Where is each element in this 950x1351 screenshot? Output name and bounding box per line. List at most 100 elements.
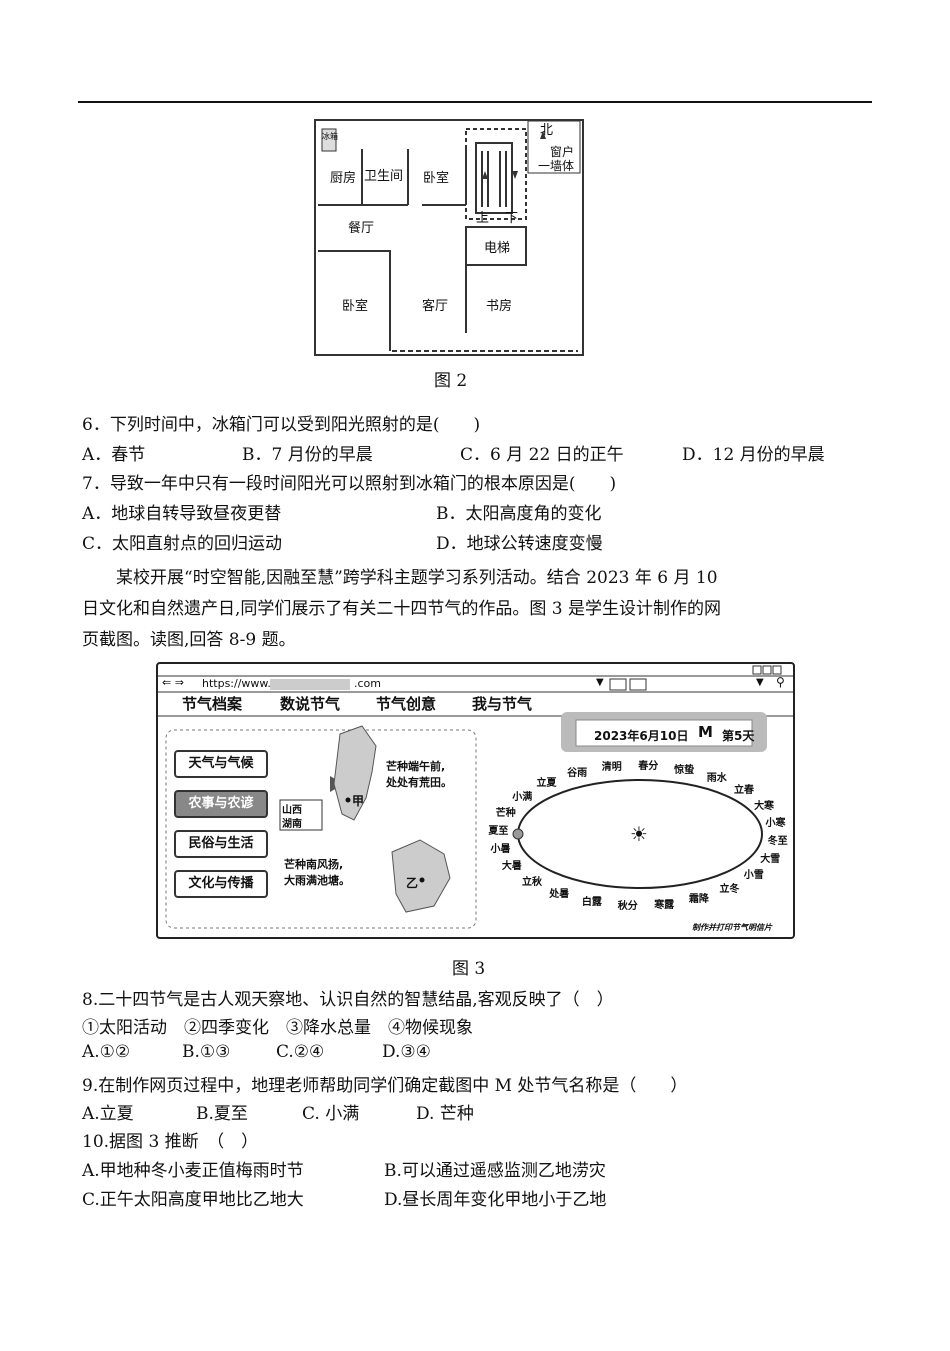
q6-option-d: D．12 月份的早晨 [682,445,825,465]
legend-window: 窗户 [550,145,575,159]
label-yi: 乙 [406,876,419,890]
room-dining: 餐厅 [348,221,375,236]
room-bedroom-south: 卧室 [342,299,369,314]
sun-icon: ☀ [630,822,648,846]
solar-term-label: 立冬 [719,884,740,895]
q10-option-d: D.昼长周年变化甲地小于乙地 [384,1190,607,1210]
q7-option-c: C．太阳直射点的回归运动 [82,534,283,554]
q7-option-b: B．太阳高度角的变化 [436,504,602,524]
room-bedroom-north: 卧室 [423,171,450,186]
intro-line-1: 某校开展“时空智能,因融至慧”跨学科主题学习系列活动。结合 2023 年 6 月… [116,568,718,588]
q10-option-b: B.可以通过遥感监测乙地涝灾 [384,1161,606,1181]
solar-term-label: 立秋 [521,876,542,888]
solar-term-label: 立夏 [536,777,557,789]
q8-option-a: A.①② [82,1042,131,1062]
proverb-2-line-1: 芒种南风扬, [284,858,344,871]
day-label: 第5天 [722,729,755,743]
solar-term-label: 小雪 [743,870,764,882]
solar-term-label: 处暑 [549,888,570,900]
intro-line-3: 页截图。读图,回答 8-9 题。 [82,630,296,650]
q9-option-a: A.立夏 [82,1104,134,1124]
solar-term-label: 寒露 [654,899,675,911]
q9-stem: 9.在制作网页过程中，地理老师帮助同学们确定截图中 M 处节气名称是（ ） [82,1076,688,1096]
q7-option-d: D．地球公转速度变慢 [436,534,603,554]
header-rule [78,101,872,103]
q10-option-c: C.正午太阳高度甲地比乙地大 [82,1190,304,1210]
label-jia: 甲 [352,794,365,808]
solar-term-label: 春分 [638,761,659,773]
solar-term-label: 白露 [581,897,602,909]
q7-stem: 7．导致一年中只有一段时间阳光可以照射到冰箱门的根本原因是( ) [82,474,617,494]
solar-term-label: 大雪 [760,854,781,866]
date-label: 2023年6月10日 [594,729,689,743]
menu-farming[interactable]: 农事与农谚 [174,790,268,818]
q8-option-d: D.③④ [382,1042,431,1062]
room-elevator: 电梯 [484,241,511,256]
figure-3-caption: 图 3 [452,959,486,979]
q8-items: ①太阳活动 ②四季变化 ③降水总量 ④物候现象 [82,1018,473,1038]
room-living: 客厅 [422,299,449,314]
dropdown-option-hunan[interactable]: 湖南 [282,819,302,830]
q10-stem: 10.据图 3 推断 （ ） [82,1132,259,1152]
solar-term-label: 谷雨 [567,767,588,779]
tab-archive[interactable]: 节气档案 [181,695,242,713]
floor-plan-figure: 冰箱 厨房 卫生间 卧室 餐厅 卧室 客厅 书房 电梯 上 下 北 窗户 一墙体 [314,119,584,356]
q9-option-c: C. 小满 [302,1104,360,1124]
solar-term-label: 小寒 [765,817,786,829]
m-label: M [698,723,713,741]
q8-option-c: C.②④ [276,1042,325,1062]
solar-term-label: 立春 [734,785,754,797]
solar-term-label: 秋分 [617,900,638,912]
figure-2-caption: 图 2 [434,371,468,391]
proverb-2-line-2: 大雨满池塘。 [284,874,350,887]
proverb-1-line-1: 芒种端午前, [386,760,446,773]
q10-option-a: A.甲地种冬小麦正值梅雨时节 [82,1161,304,1181]
q6-option-a: A．春节 [82,445,146,465]
browser-screenshot: ⇐ ⇒ https://www. .com ▼ ▼ ⚲ 节气档案 数说节气 节气… [156,662,795,939]
search-icon[interactable]: ⚲ [776,675,785,689]
proverb-1-line-2: 处处有荒田。 [386,776,452,789]
solar-term-label: 芒种 [495,807,516,819]
solar-term-label: 惊蛰 [674,764,695,776]
stairs-down-label: 下 [505,211,519,226]
q8-stem: 8.二十四节气是古人观天察地、认识自然的智慧结晶,客观反映了（ ） [82,990,614,1010]
menu-weather[interactable]: 天气与气候 [174,750,268,778]
solar-term-label: 清明 [601,762,622,774]
solar-term-label: 冬至 [767,836,788,848]
solar-term-label: 大暑 [501,861,522,873]
floor-plan-walls [318,121,581,352]
solar-term-label: 夏至 [488,825,509,837]
back-forward-icon[interactable]: ⇐ ⇒ [162,676,184,689]
fridge-label: 冰箱 [322,132,338,141]
stairs-up-label: 上 [476,211,490,226]
solar-term-label: 雨水 [706,773,727,785]
legend-north: 北 [540,123,554,138]
browser-graphics [158,665,793,929]
menu-custom[interactable]: 民俗与生活 [174,830,268,858]
url-bar[interactable]: https://www. [202,677,271,690]
room-bathroom: 卫生间 [364,169,404,184]
intro-line-2: 日文化和自然遗产日,同学们展示了有关二十四节气的作品。图 3 是学生设计制作的网 [82,599,722,619]
menu-culture[interactable]: 文化与传播 [174,870,268,898]
dropdown-option-shanxi[interactable]: 山西 [282,805,302,816]
q6-option-c: C．6 月 22 日的正午 [460,445,624,465]
q6-option-b: B．7 月份的早晨 [242,445,373,465]
footer-postcard-link[interactable]: 制作并打印节气明信片 [692,923,772,932]
q7-option-a: A．地球自转导致昼夜更替 [82,504,282,524]
dropdown-arrow-icon[interactable]: ▼ [596,677,604,688]
solar-term-label: 大寒 [754,800,775,812]
tab-creative[interactable]: 节气创意 [375,695,436,713]
room-kitchen: 厨房 [330,171,357,186]
solar-term-label: 小满 [512,791,533,803]
solar-term-label: 霜降 [688,894,709,906]
url-bar-tail: .com [354,677,381,690]
q6-stem: 6．下列时间中，冰箱门可以受到阳光照射的是( ) [82,415,481,435]
dropdown-arrow-icon-2[interactable]: ▼ [756,677,764,688]
q8-option-b: B.①③ [182,1042,231,1062]
room-study: 书房 [486,299,513,314]
tab-data[interactable]: 数说节气 [279,695,340,713]
solar-term-label: 小暑 [490,844,511,856]
q9-option-d: D. 芒种 [416,1104,474,1124]
q9-option-b: B.夏至 [196,1104,248,1124]
tab-me[interactable]: 我与节气 [471,695,532,713]
